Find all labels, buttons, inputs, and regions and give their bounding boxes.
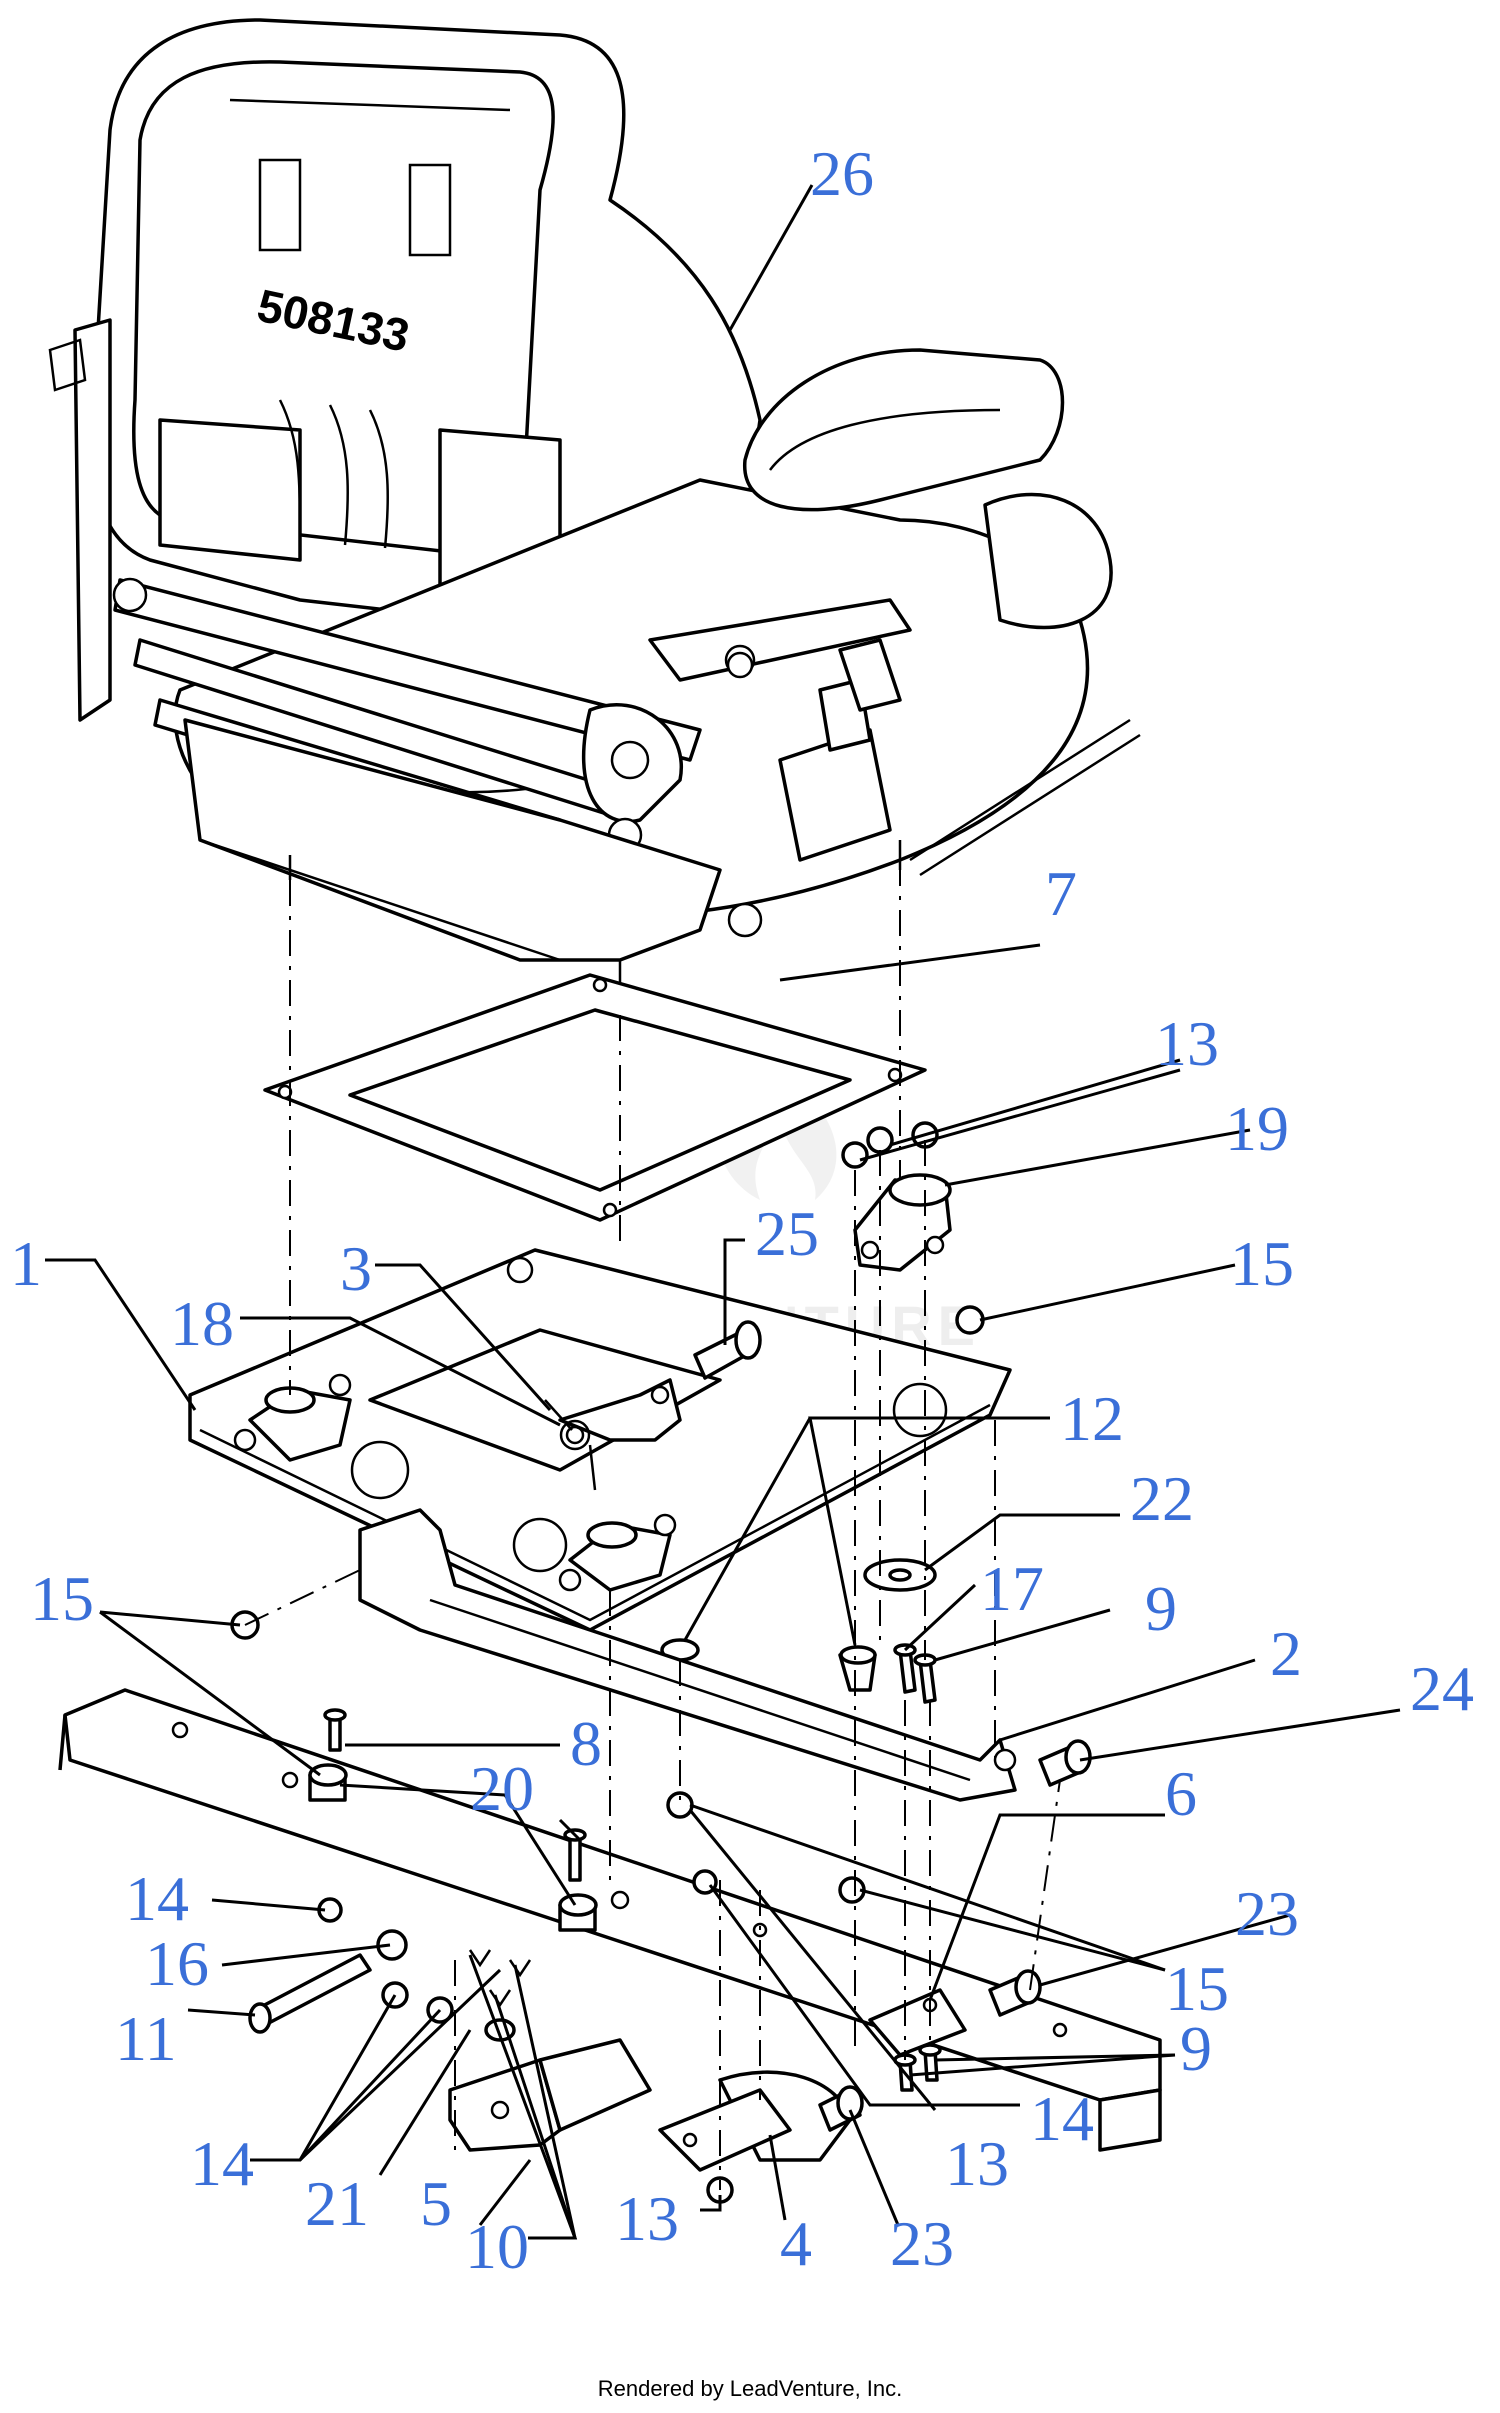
- knob-bolt: [1038, 1739, 1092, 1787]
- long-bolt: [248, 1953, 372, 2034]
- callout-18: 18: [170, 1288, 234, 1359]
- callout-15: 15: [1230, 1228, 1294, 1299]
- callout-23: 23: [1235, 1878, 1299, 1949]
- callout-23: 23: [890, 2208, 954, 2279]
- spacers: [308, 1763, 598, 1932]
- callout-6: 6: [1165, 1758, 1197, 1829]
- callout-3: 3: [340, 1233, 372, 1304]
- isolator-mount: [853, 1173, 952, 1272]
- callout-13: 13: [615, 2183, 679, 2254]
- callout-5: 5: [420, 2168, 452, 2239]
- callout-17: 17: [980, 1553, 1044, 1624]
- callout-1: 1: [10, 1228, 42, 1299]
- washer-22: [863, 1558, 937, 1592]
- callout-14: 14: [125, 1863, 189, 1934]
- seat-assembly: 508133: [48, 18, 1141, 1015]
- callout-13: 13: [1155, 1008, 1219, 1079]
- bolts-17-9: [893, 1643, 937, 1704]
- callout-13: 13: [945, 2128, 1009, 2199]
- callout-21: 21: [305, 2168, 369, 2239]
- callout-8: 8: [570, 1708, 602, 1779]
- torsion-spring: [544, 1399, 597, 1491]
- leader-lines: [45, 184, 1401, 2240]
- callout-9: 9: [1145, 1573, 1177, 1644]
- callout-4: 4: [780, 2208, 812, 2279]
- callout-15: 15: [30, 1563, 94, 1634]
- clips: [468, 1949, 532, 2008]
- side-bracket: [658, 2088, 792, 2172]
- callout-14: 14: [1030, 2083, 1094, 2154]
- footer-credit: Rendered by LeadVenture, Inc.: [597, 2376, 903, 2401]
- callout-25: 25: [755, 1198, 819, 1269]
- seat-gasket: [263, 973, 927, 1222]
- callout-12: 12: [1060, 1383, 1124, 1454]
- callout-16: 16: [145, 1928, 209, 1999]
- carriage-bolts: [818, 1969, 1042, 2132]
- mount-bracket: [448, 2038, 652, 2152]
- callout-22: 22: [1130, 1463, 1194, 1534]
- callout-14: 14: [190, 2128, 254, 2199]
- callout-2: 2: [1270, 1618, 1302, 1689]
- callout-20: 20: [470, 1753, 534, 1824]
- assembly-centerlines: [244, 860, 1061, 2190]
- callout-labels: 26 7 13 19 25 1 3 15 18 12 22 17 9 15 2 …: [10, 138, 1474, 2282]
- callout-24: 24: [1410, 1653, 1474, 1724]
- latch-bracket: [558, 1378, 682, 1442]
- callout-19: 19: [1225, 1093, 1289, 1164]
- callout-7: 7: [1045, 858, 1077, 929]
- pivot-pin: [693, 1320, 762, 1380]
- callout-11: 11: [115, 2003, 177, 2074]
- bolts-9-lower: [893, 2043, 942, 2092]
- callout-10: 10: [465, 2211, 529, 2282]
- callout-26: 26: [810, 138, 874, 209]
- callout-9: 9: [1180, 2013, 1212, 2084]
- callout-15: 15: [1165, 1953, 1229, 2024]
